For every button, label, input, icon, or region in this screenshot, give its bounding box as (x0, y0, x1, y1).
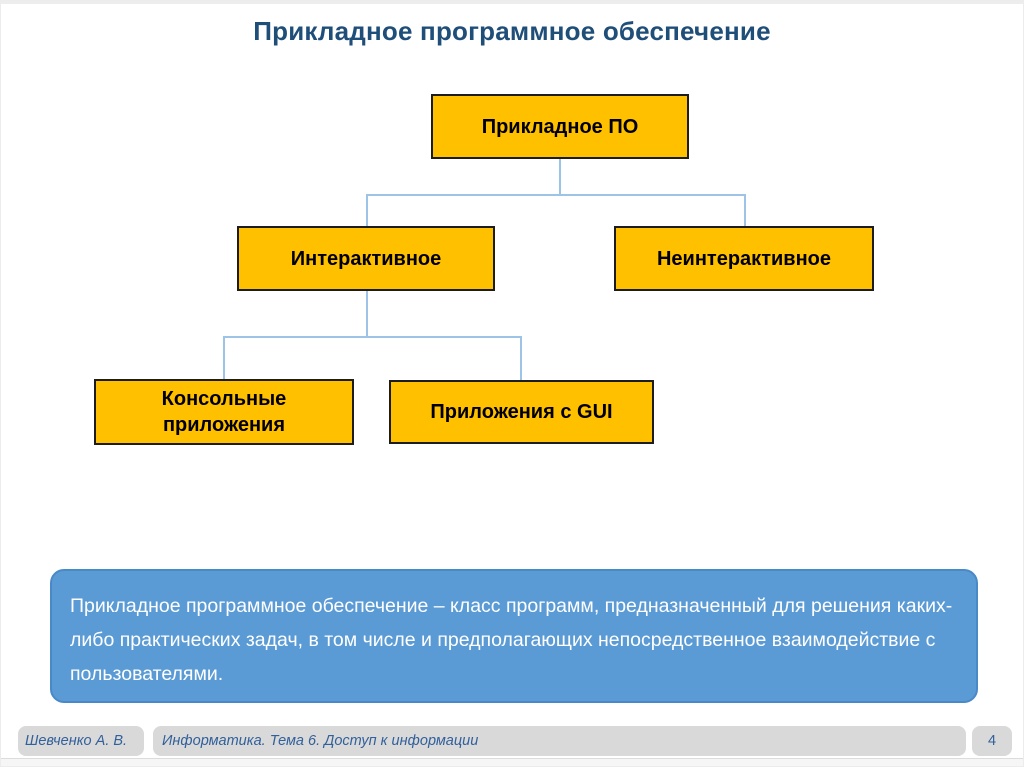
connector-level3-left (223, 336, 225, 379)
connector-level3-right (520, 336, 522, 380)
diagram-node-label: Прикладное ПО (481, 115, 639, 138)
definition-text: Прикладное программное обеспечение – кла… (70, 595, 953, 685)
diagram-node-interactive: Интерактивное (237, 226, 495, 291)
diagram-node-applied-software: Прикладное ПО (431, 94, 689, 159)
connector-root-stem (559, 159, 561, 195)
page-title: Прикладное программное обеспечение (253, 16, 771, 46)
footer-author-pill: Шевченко А. В. (18, 726, 144, 756)
connector-level3-bar (223, 336, 522, 338)
page-number-badge: 4 (972, 726, 1012, 756)
slide-top-edge (1, 1, 1023, 4)
diagram-node-label: Приложения с GUI (430, 401, 613, 423)
connector-level2-left (366, 194, 368, 226)
connector-interactive-stem (366, 291, 368, 337)
diagram-node-label: Интерактивное (290, 247, 442, 270)
connector-level2-bar (366, 194, 746, 196)
connector-level2-right (744, 194, 746, 226)
slide-bottom-edge (1, 758, 1023, 766)
diagram-node-gui-apps: Приложения с GUI (389, 380, 654, 444)
diagram-node-noninteractive: Неинтерактивное (614, 226, 874, 291)
page-number-text: 4 (987, 733, 997, 749)
diagram-node-label: Консольные приложения (161, 388, 287, 436)
diagram-node-console-apps: Консольные приложения (94, 379, 354, 445)
diagram-node-label: Неинтерактивное (656, 247, 831, 270)
footer-author-text: Шевченко А. В. (25, 733, 128, 749)
footer-subject-pill: Информатика. Тема 6. Доступ к информации (153, 726, 966, 756)
footer-subject-text: Информатика. Тема 6. Доступ к информации (162, 733, 479, 749)
definition-callout: Прикладное программное обеспечение – кла… (50, 569, 978, 703)
